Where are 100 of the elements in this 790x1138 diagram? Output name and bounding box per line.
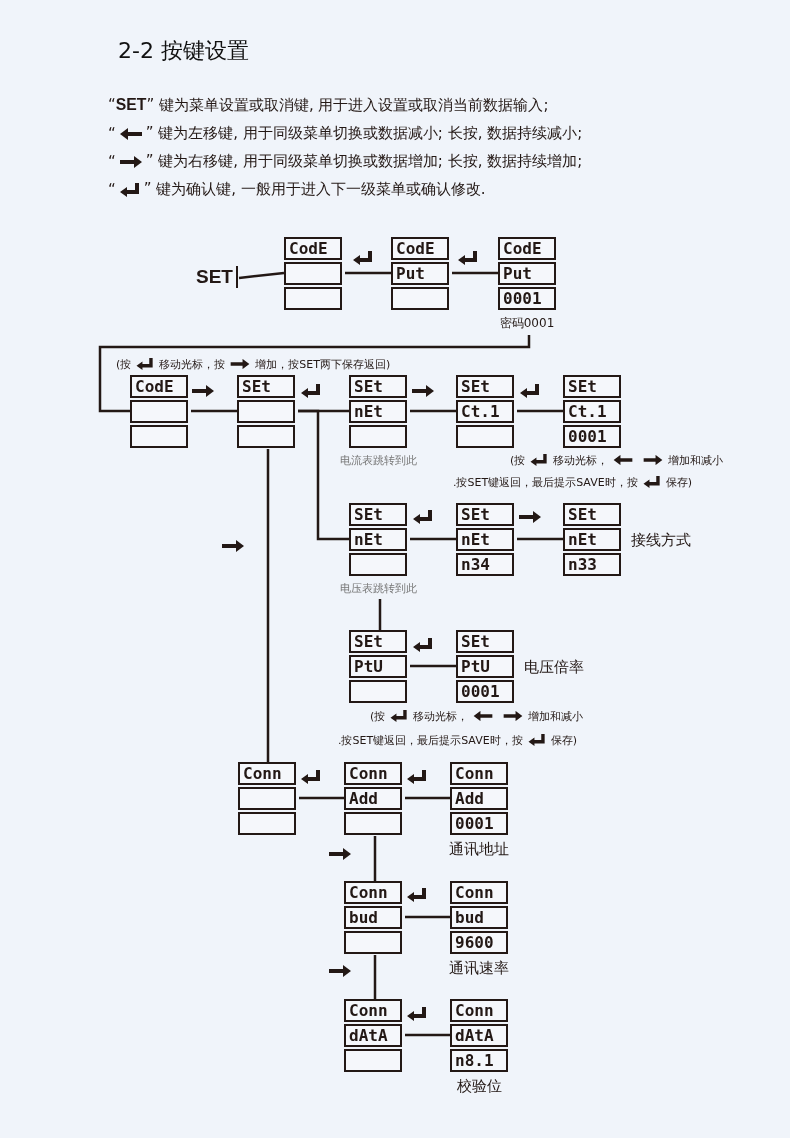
instruction-text: (按 bbox=[510, 452, 526, 468]
display-readout: SEt bbox=[349, 630, 407, 653]
instruction-text: 移动光标， bbox=[413, 708, 469, 724]
display-readout: Ct.1 bbox=[456, 400, 514, 423]
connector-line bbox=[410, 537, 456, 541]
connector-line bbox=[517, 537, 563, 541]
caption-text: 通讯速率 bbox=[449, 959, 509, 978]
lcd-display bbox=[284, 237, 342, 310]
display-readout: Put bbox=[391, 262, 449, 285]
display-readout: SEt bbox=[237, 375, 295, 398]
lcd-display bbox=[238, 762, 296, 835]
caption-text: 电压倍率 bbox=[524, 657, 584, 676]
display-readout: nEt bbox=[349, 528, 407, 551]
connector-line bbox=[298, 409, 349, 541]
lcd-display bbox=[344, 762, 402, 835]
display-readout: nEt bbox=[456, 528, 514, 551]
display-readout: CodE bbox=[498, 237, 556, 260]
display-readout: SEt bbox=[456, 375, 514, 398]
instruction-text: 保存) bbox=[550, 732, 577, 748]
display-readout: Conn bbox=[344, 881, 402, 904]
lcd-display bbox=[456, 503, 514, 576]
display-readout: 0001 bbox=[456, 680, 514, 703]
display-readout: SEt bbox=[349, 375, 407, 398]
display-readout: Conn bbox=[344, 762, 402, 785]
instruction-text: (按 bbox=[370, 708, 386, 724]
display-readout: SEt bbox=[563, 375, 621, 398]
instruction-text: (按 bbox=[116, 356, 132, 372]
display-readout: PtU bbox=[456, 655, 514, 678]
instruction-text: 增加和减小 bbox=[528, 708, 584, 724]
instruction-text: ” 键为左移键, 用于同级菜单切换或数据减小; 长按, 数据持续减小; bbox=[145, 124, 583, 143]
connector-line bbox=[378, 599, 382, 630]
lcd-display bbox=[456, 375, 514, 448]
display-readout: CodE bbox=[130, 375, 188, 398]
display-readout: 0001 bbox=[563, 425, 621, 448]
connector-line bbox=[452, 271, 498, 275]
connector-line bbox=[238, 271, 285, 280]
connector-line bbox=[266, 449, 270, 762]
connector-line bbox=[191, 409, 237, 413]
caption-text: 密码0001 bbox=[499, 315, 555, 332]
display-readout: bud bbox=[344, 906, 402, 929]
section-heading: 2-2 按键设置 bbox=[118, 37, 249, 65]
lcd-display bbox=[130, 375, 188, 448]
display-readout: n8.1 bbox=[450, 1049, 508, 1072]
display-readout: SEt bbox=[349, 503, 407, 526]
display-readout: Add bbox=[344, 787, 402, 810]
connector-line bbox=[410, 409, 456, 413]
caption-text: 通讯地址 bbox=[449, 840, 509, 859]
connector-line bbox=[98, 335, 531, 413]
display-readout: bud bbox=[450, 906, 508, 929]
display-readout: Add bbox=[450, 787, 508, 810]
connector-line bbox=[373, 836, 377, 881]
instruction-text: 移动光标， bbox=[553, 452, 609, 468]
caption-text: 接线方式 bbox=[631, 530, 691, 549]
display-readout: Conn bbox=[238, 762, 296, 785]
connector-line bbox=[517, 409, 563, 413]
caption-text: 校验位 bbox=[456, 1077, 502, 1096]
display-readout: CodE bbox=[284, 237, 342, 260]
lcd-display bbox=[237, 375, 295, 448]
display-readout: dAtA bbox=[344, 1024, 402, 1047]
display-readout: SEt bbox=[456, 630, 514, 653]
display-readout: Conn bbox=[450, 999, 508, 1022]
display-readout: n34 bbox=[456, 553, 514, 576]
display-readout: CodE bbox=[391, 237, 449, 260]
display-readout: 0001 bbox=[498, 287, 556, 310]
caption-text: 电流表跳转到此 bbox=[339, 453, 417, 468]
connector-line bbox=[299, 796, 344, 800]
display-readout: 0001 bbox=[450, 812, 508, 835]
display-readout: Ct.1 bbox=[563, 400, 621, 423]
display-readout: SEt bbox=[456, 503, 514, 526]
lcd-display bbox=[344, 999, 402, 1072]
instruction-text: “ bbox=[108, 124, 116, 143]
instruction-text: .按SET键返回，最后提示SAVE时，按 bbox=[338, 732, 523, 748]
instruction-text: ” 键为右移键, 用于同级菜单切换或数据增加; 长按, 数据持续增加; bbox=[145, 152, 583, 171]
display-readout: nEt bbox=[349, 400, 407, 423]
connector-line bbox=[410, 664, 456, 668]
connector-line bbox=[405, 1033, 450, 1037]
display-readout: Conn bbox=[344, 999, 402, 1022]
instruction-text: “ bbox=[108, 180, 116, 199]
instruction-text: 移动光标，按 bbox=[159, 356, 226, 372]
key-label: SET bbox=[196, 266, 238, 288]
display-readout: dAtA bbox=[450, 1024, 508, 1047]
display-readout: PtU bbox=[349, 655, 407, 678]
display-readout: 9600 bbox=[450, 931, 508, 954]
instruction-text: 增加，按SET两下保存返回) bbox=[255, 356, 391, 372]
instruction-text: ” 键为确认键, 一般用于进入下一级菜单或确认修改. bbox=[143, 180, 486, 199]
display-readout: n33 bbox=[563, 553, 621, 576]
connector-line bbox=[345, 271, 391, 275]
instruction-text: 保存) bbox=[665, 474, 692, 490]
connector-line bbox=[405, 915, 450, 919]
display-readout: SEt bbox=[563, 503, 621, 526]
instruction-text: “SET” 键为菜单设置或取消键, 用于进入设置或取消当前数据输入; bbox=[108, 96, 549, 115]
lcd-display bbox=[563, 375, 621, 448]
instruction-text: “ bbox=[108, 152, 116, 171]
instruction-text: .按SET键返回，最后提示SAVE时，按 bbox=[453, 474, 638, 490]
lcd-display bbox=[344, 881, 402, 954]
instruction-text: 增加和减小 bbox=[668, 452, 724, 468]
display-readout: Put bbox=[498, 262, 556, 285]
lcd-display bbox=[349, 630, 407, 703]
caption-text: 电压表跳转到此 bbox=[339, 581, 417, 596]
connector-line bbox=[405, 796, 450, 800]
